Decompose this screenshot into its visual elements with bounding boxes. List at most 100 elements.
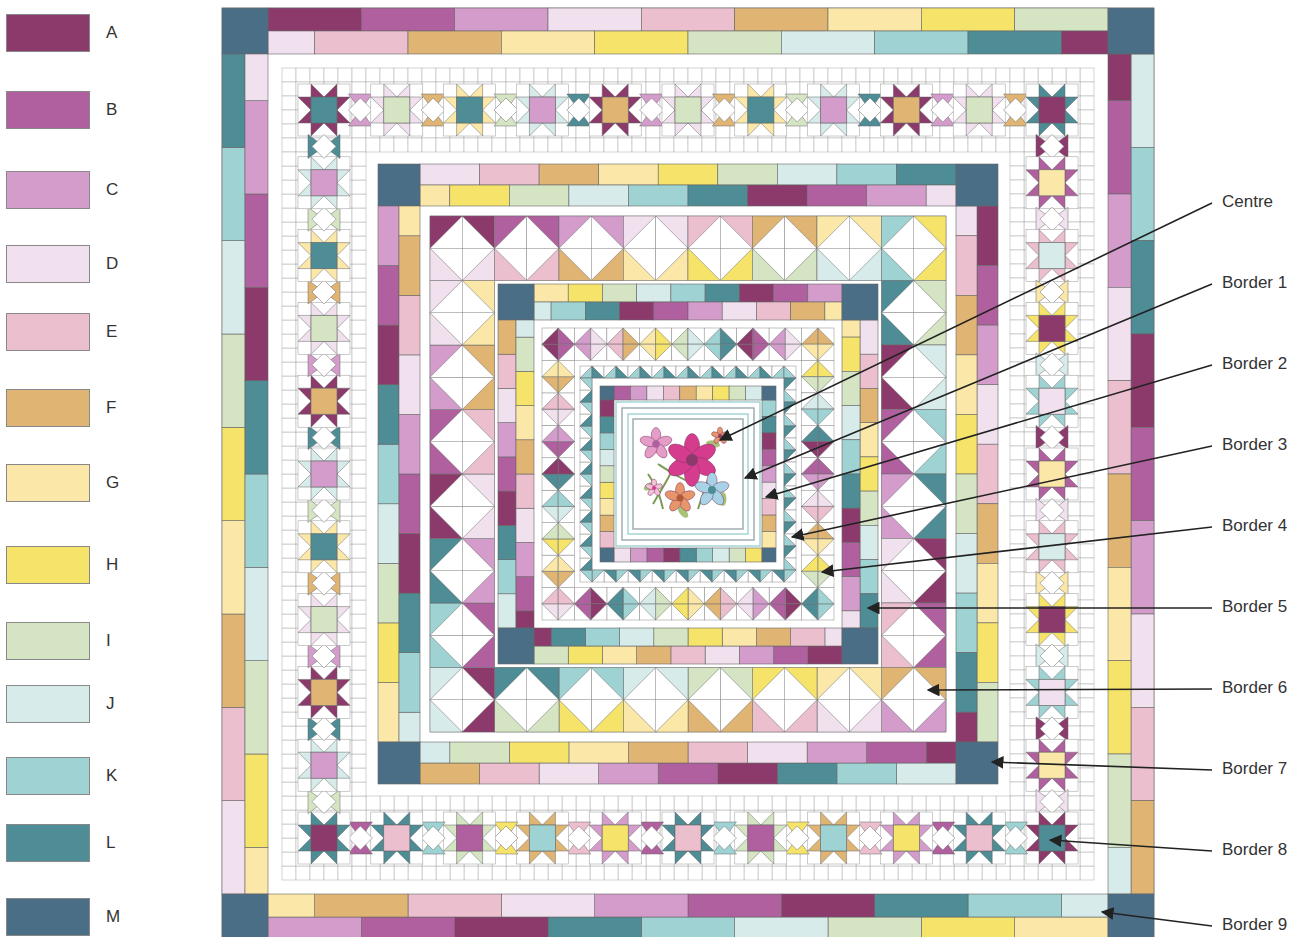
grid-square xyxy=(352,250,366,264)
star-points xyxy=(1065,825,1078,851)
grid-square xyxy=(352,446,366,460)
star-point xyxy=(337,765,350,778)
fabric-strip xyxy=(245,567,268,660)
grid-square xyxy=(1080,698,1094,712)
grid-square xyxy=(1010,712,1024,726)
grid-square xyxy=(1010,320,1024,334)
grid-square xyxy=(800,796,814,810)
grid-square xyxy=(1038,68,1052,82)
grid-square xyxy=(408,68,422,82)
star-point xyxy=(1026,328,1039,341)
grid-square xyxy=(576,68,590,82)
grid-square xyxy=(352,194,366,208)
grid-square xyxy=(926,866,940,880)
grid-square xyxy=(520,138,534,152)
star-point xyxy=(1026,825,1039,838)
fabric-strip xyxy=(408,31,501,54)
star-points xyxy=(337,825,350,851)
star-points xyxy=(529,851,555,864)
grid-square xyxy=(1080,278,1094,292)
star-point xyxy=(735,97,748,110)
grid-square xyxy=(1010,236,1024,250)
star-points xyxy=(1065,461,1078,487)
star-points xyxy=(311,487,337,500)
star-point xyxy=(615,84,628,97)
grid-square xyxy=(352,180,366,194)
star-point xyxy=(324,739,337,752)
grid-square xyxy=(842,866,856,880)
star-point xyxy=(311,84,324,97)
grid-square xyxy=(744,866,758,880)
star-point xyxy=(628,838,641,851)
grid-square xyxy=(996,138,1010,152)
star-point xyxy=(1065,243,1078,256)
star-point xyxy=(906,84,919,97)
star-points xyxy=(384,812,410,825)
fabric-strip xyxy=(245,474,268,567)
star-point xyxy=(675,812,688,825)
star-point xyxy=(311,487,324,500)
star-point xyxy=(1039,739,1052,752)
star-points xyxy=(953,97,966,123)
border-9 xyxy=(1108,8,1154,894)
diamond xyxy=(312,790,336,814)
fabric-strip xyxy=(408,894,501,917)
star-point xyxy=(761,851,774,864)
grid-square xyxy=(1010,796,1024,810)
grid-square xyxy=(1010,726,1024,740)
grid-square xyxy=(436,866,450,880)
star-centre xyxy=(311,461,337,487)
grid-square xyxy=(352,362,366,376)
grid-square xyxy=(758,138,772,152)
fabric-strip xyxy=(222,241,245,334)
grid-square xyxy=(856,138,870,152)
star-block xyxy=(444,84,496,136)
fabric-strip xyxy=(735,917,828,937)
grid-square xyxy=(380,138,394,152)
grid-square xyxy=(1010,502,1024,516)
fabric-strip xyxy=(268,31,315,54)
fabric-strip xyxy=(781,894,874,917)
grid-square xyxy=(282,320,296,334)
star-point xyxy=(384,84,397,97)
star-ground xyxy=(589,812,641,864)
star-ground xyxy=(298,812,350,864)
star-point xyxy=(457,851,470,864)
star-centre xyxy=(1039,243,1065,269)
star-point xyxy=(992,838,1005,851)
star-points xyxy=(1039,851,1065,864)
star-points xyxy=(337,679,350,705)
grid-square xyxy=(618,866,632,880)
star-point xyxy=(457,123,470,136)
star-block xyxy=(298,84,350,136)
grid-square xyxy=(856,866,870,880)
diamond xyxy=(312,644,336,668)
star-point xyxy=(748,851,761,864)
fabric-strip xyxy=(968,894,1061,917)
grid-square xyxy=(786,866,800,880)
grid-square xyxy=(324,68,338,82)
grid-square xyxy=(352,796,366,810)
grid-square xyxy=(968,138,982,152)
grid-square xyxy=(282,432,296,446)
star-points xyxy=(748,123,774,136)
grid-square xyxy=(618,138,632,152)
star-point xyxy=(324,84,337,97)
star-point xyxy=(444,97,457,110)
grid-square xyxy=(1080,586,1094,600)
star-point xyxy=(483,110,496,123)
grid-square xyxy=(674,796,688,810)
star-points xyxy=(1065,607,1078,633)
star-ground xyxy=(1026,812,1078,864)
star-point xyxy=(589,838,602,851)
star-point xyxy=(1065,183,1078,196)
star-point xyxy=(555,97,568,110)
fabric-strip xyxy=(245,194,268,287)
grid-square xyxy=(478,138,492,152)
grid-square xyxy=(548,68,562,82)
grid-square xyxy=(352,768,366,782)
star-point xyxy=(371,110,384,123)
star-point xyxy=(324,375,337,388)
grid-square xyxy=(282,810,296,824)
star-block xyxy=(298,666,350,718)
